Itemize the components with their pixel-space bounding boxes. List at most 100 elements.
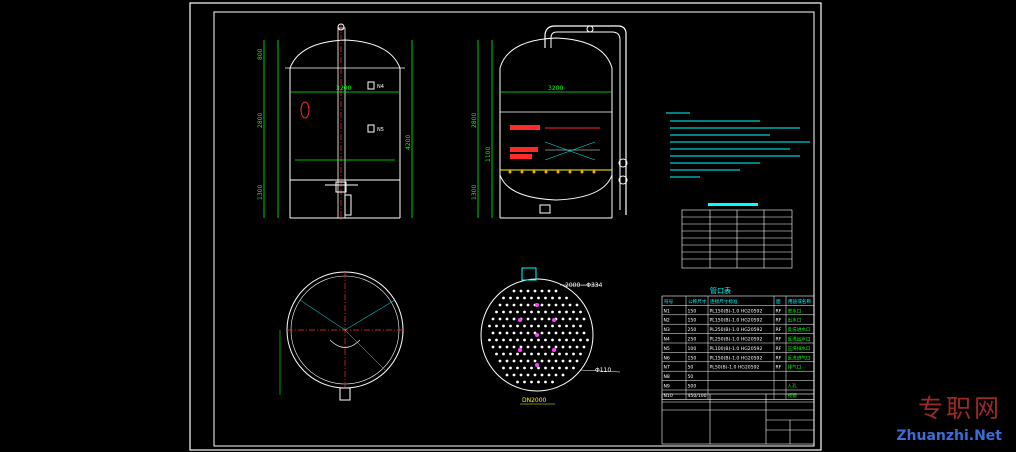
nozzle-table-cell: PL250(B)-1.0 HG20592 (710, 327, 763, 333)
nozzle-hole (586, 338, 589, 342)
nozzle-hole (572, 338, 575, 342)
nozzle-hole (498, 317, 502, 321)
nozzle-plate (480, 267, 621, 392)
nozzle-hole (558, 352, 561, 356)
plan-view-circle (279, 271, 404, 401)
nozzle-table-cell: 人孔 (788, 383, 798, 390)
right-dim-height-2: 1100 (485, 147, 492, 162)
nozzle-hole (498, 359, 502, 363)
left-dim-height-2: 2800 (257, 113, 264, 128)
nozzle-hole (516, 380, 519, 384)
nozzle-table-cell: N3 (664, 327, 670, 333)
nozzle-hole (579, 352, 582, 356)
nozzle-hole (488, 324, 491, 328)
nozzle-hole (495, 338, 498, 342)
nozzle-hole (547, 373, 551, 377)
right-dim-width: 3200 (548, 85, 563, 92)
watermark-cn: 专职网 (917, 394, 1002, 423)
nozzle-hole (512, 303, 516, 307)
nozzle-hole (565, 296, 568, 300)
nozzle-hole (544, 310, 547, 314)
nozzle-hole (526, 359, 530, 363)
technical-notes (666, 112, 810, 178)
nozzle-table-cell: 反洗进气口 (788, 354, 811, 361)
nozzle-hole (551, 310, 554, 314)
nozzle-hole (558, 310, 561, 314)
nozzle-table-cell: 150 (688, 318, 697, 324)
nozzle-hole (491, 345, 495, 349)
nozzle-table-cell: 进水口 (788, 307, 802, 314)
nozzle-hole (523, 380, 526, 384)
nozzle-hole (502, 352, 505, 356)
nozzle-hole (505, 345, 509, 349)
nozzle-hole (551, 366, 554, 370)
nozzle-hole (502, 338, 505, 342)
nozzle-hole (530, 296, 533, 300)
nozzle-table-cell: 反洗出水口 (788, 336, 811, 343)
nozzle-hole (537, 366, 540, 370)
nozzle-hole (523, 324, 526, 328)
nozzle-hole (554, 359, 558, 363)
nozzle-hole (530, 324, 533, 328)
nozzle-hole (582, 331, 586, 335)
sieve-label: 2000—Φ334 (565, 282, 603, 289)
nozzle-hole (505, 373, 509, 377)
nozzle-table-header: 符号 (664, 298, 674, 305)
nozzle-table-cell: 正洗排水口 (788, 345, 811, 352)
nozzle-hole-marker (535, 333, 539, 337)
nozzle-hole (519, 289, 523, 293)
nozzle-table-header: 公称尺寸 (688, 298, 707, 305)
nozzle-hole (568, 331, 572, 335)
nozzle-hole (519, 345, 523, 349)
nozzle-hole (502, 366, 505, 370)
nozzle-hole (572, 366, 575, 370)
nozzle-hole (540, 345, 544, 349)
nozzle-table-title: 管口表 (710, 286, 731, 295)
nozzle-table-border (661, 295, 815, 400)
nozzle-hole (558, 338, 561, 342)
nozzle-table-cell: RF (776, 355, 782, 361)
nozzle-hole (579, 310, 582, 314)
nozzle-hole (512, 317, 516, 321)
nozzle-hole (565, 324, 568, 328)
right-dim-height-1: 2800 (471, 113, 478, 128)
nozzle-hole (530, 380, 533, 384)
nozzle-hole-marker (518, 348, 522, 352)
nozzle-hole (502, 324, 505, 328)
nozzle-hole (540, 359, 544, 363)
title-block (661, 393, 815, 445)
nozzle-hole (561, 345, 565, 349)
nozzle-hole (526, 303, 530, 307)
nozzle-table-cell: RF (776, 365, 782, 371)
svg-text:N5: N5 (377, 127, 384, 133)
left-dim-width: 3200 (336, 85, 351, 92)
nozzle-hole (498, 331, 502, 335)
nozzle-table-cell: 450/100 (688, 393, 707, 399)
nozzle-hole-marker (552, 348, 556, 352)
left-dim-total: 4200 (405, 135, 412, 150)
nozzle-hole (568, 345, 572, 349)
nozzle-hole (575, 331, 579, 335)
nozzle-table-cell: 150 (688, 308, 697, 314)
nozzle-table-cell: N5 (664, 346, 670, 352)
nozzle-hole (512, 289, 516, 293)
left-dim-height-3: 1300 (257, 185, 264, 200)
nozzle-hole (572, 324, 575, 328)
nozzle-hole-marker (552, 318, 556, 322)
nozzle-hole (533, 359, 537, 363)
nozzle-hole (526, 345, 530, 349)
sheet-inner-frame (213, 11, 815, 447)
nozzle-hole (505, 317, 509, 321)
nozzle-hole (547, 317, 551, 321)
nozzle-hole (533, 373, 537, 377)
nozzle-hole (561, 359, 565, 363)
nozzle-hole (544, 366, 547, 370)
nozzle-hole (558, 296, 561, 300)
nozzle-table-cell: PL50(B)-1.0 HG20592 (710, 365, 760, 371)
nozzle-hole (491, 317, 495, 321)
nozzle-hole (547, 345, 551, 349)
nozzle-hole (537, 324, 540, 328)
nozzle-hole (505, 359, 509, 363)
nozzle-hole (526, 373, 530, 377)
nozzle-hole (540, 331, 544, 335)
